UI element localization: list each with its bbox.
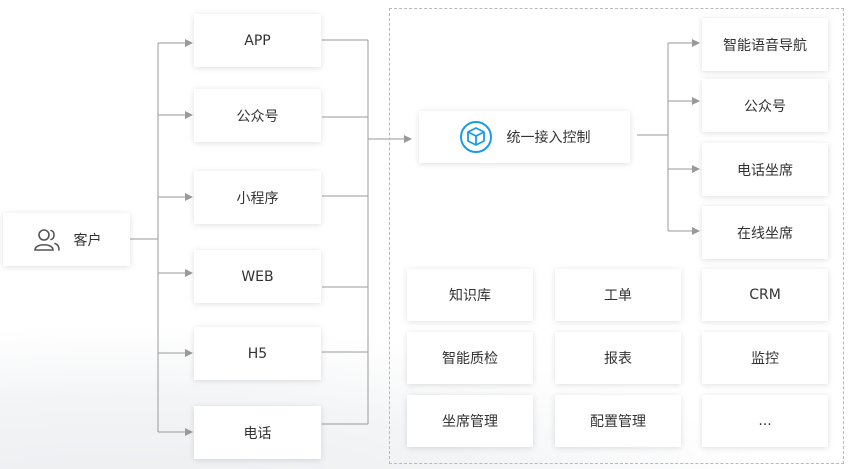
module-node: CRM	[702, 269, 828, 321]
destination-node: 公众号	[702, 79, 828, 132]
module-label: 坐席管理	[442, 414, 498, 430]
platform-boundary	[389, 8, 844, 464]
customer-label: 客户	[73, 232, 102, 249]
destination-label: 公众号	[744, 98, 786, 115]
destination-node: 在线坐席	[702, 206, 828, 259]
channel-label: APP	[244, 32, 271, 49]
module-node: ...	[702, 395, 828, 447]
unified-control-node: 统一接入控制	[419, 111, 630, 163]
module-node: 监控	[702, 332, 828, 384]
channel-label: WEB	[241, 268, 274, 285]
module-node: 报表	[555, 332, 681, 384]
channel-node: 公众号	[194, 89, 321, 142]
channel-label: H5	[247, 345, 268, 362]
destination-node: 电话坐席	[702, 143, 828, 196]
module-label: 智能质检	[442, 351, 498, 367]
customer-node: 客户	[3, 213, 130, 266]
destination-label: 智能语音导航	[723, 37, 807, 54]
module-label: 工单	[604, 288, 632, 304]
module-label: 配置管理	[590, 414, 646, 430]
channel-node: APP	[194, 14, 321, 67]
module-label: 报表	[604, 351, 632, 367]
cube-icon	[459, 121, 492, 153]
module-node: 工单	[555, 269, 681, 321]
channel-node: 小程序	[194, 171, 321, 224]
channel-label: 电话	[243, 425, 272, 442]
module-node: 智能质检	[407, 332, 533, 384]
users-icon	[33, 228, 60, 251]
channel-node: WEB	[194, 250, 321, 303]
channel-label: 公众号	[236, 108, 279, 125]
module-label: 监控	[751, 351, 779, 367]
module-label: CRM	[749, 287, 781, 303]
channel-node: 电话	[194, 406, 321, 459]
module-node: 坐席管理	[407, 395, 533, 447]
unified-control-label: 统一接入控制	[506, 130, 591, 146]
channel-label: 小程序	[236, 190, 279, 207]
destination-label: 电话坐席	[737, 162, 793, 179]
destination-node: 智能语音导航	[702, 18, 828, 71]
module-label: ...	[758, 413, 772, 429]
module-node: 知识库	[407, 269, 533, 321]
destination-label: 在线坐席	[737, 225, 793, 242]
module-label: 知识库	[449, 288, 491, 304]
channel-node: H5	[194, 327, 321, 380]
module-node: 配置管理	[555, 395, 681, 447]
